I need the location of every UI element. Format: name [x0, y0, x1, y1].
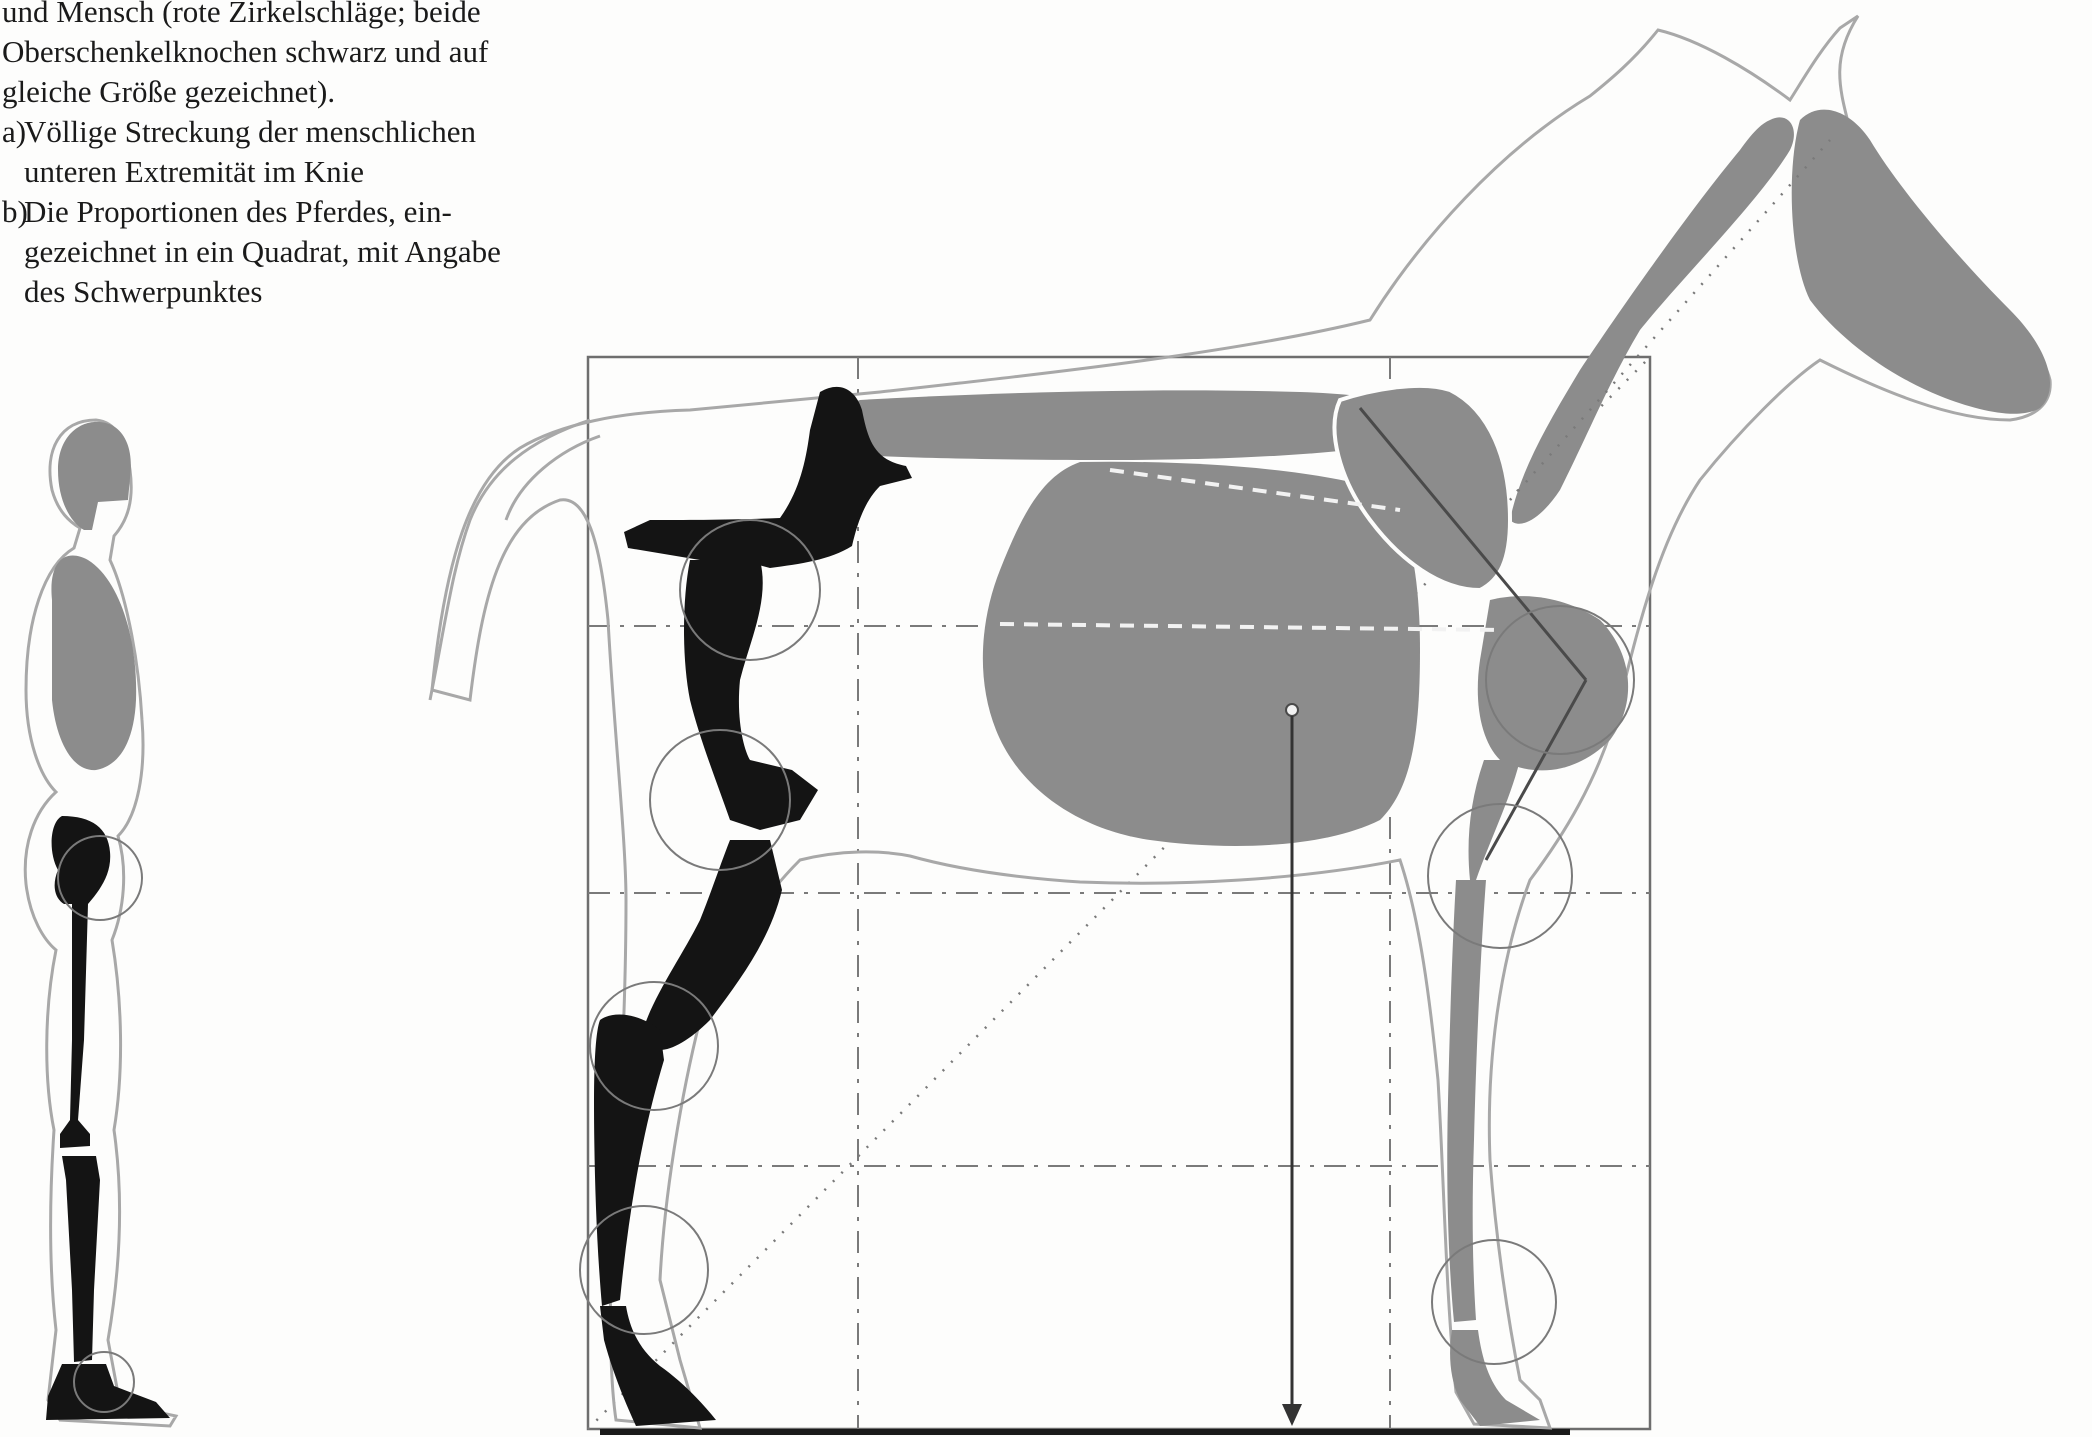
human-figure [25, 420, 176, 1426]
horse-abdomen-mass [983, 462, 1420, 846]
horse-tail-outline [430, 420, 600, 700]
horse-back-spine-mass [830, 390, 1420, 460]
horse-hindhoof-bones [600, 1306, 716, 1426]
fore-fetlock-joint-arc [1432, 1240, 1556, 1364]
horse-forehoof-bones [1450, 1330, 1540, 1426]
horse-hock-cannon-bone [594, 1015, 664, 1306]
horse-femur-bone [684, 560, 818, 830]
human-femur-bone [60, 900, 90, 1148]
gravity-point [1286, 704, 1298, 716]
horse-neck-spine-mass [1510, 117, 1794, 523]
human-tibia-bone [62, 1156, 100, 1362]
gravity-arrow-head [1282, 1404, 1302, 1426]
horse-figure [430, 16, 2050, 1428]
horse-forearm-bone [1469, 760, 1520, 880]
horse-neck-dotted-line [1510, 140, 1830, 500]
horse-head-mass [1792, 110, 2050, 414]
elbow-joint-arc [1428, 804, 1572, 948]
human-head-mass [58, 422, 131, 530]
human-thorax-mass [51, 556, 136, 771]
